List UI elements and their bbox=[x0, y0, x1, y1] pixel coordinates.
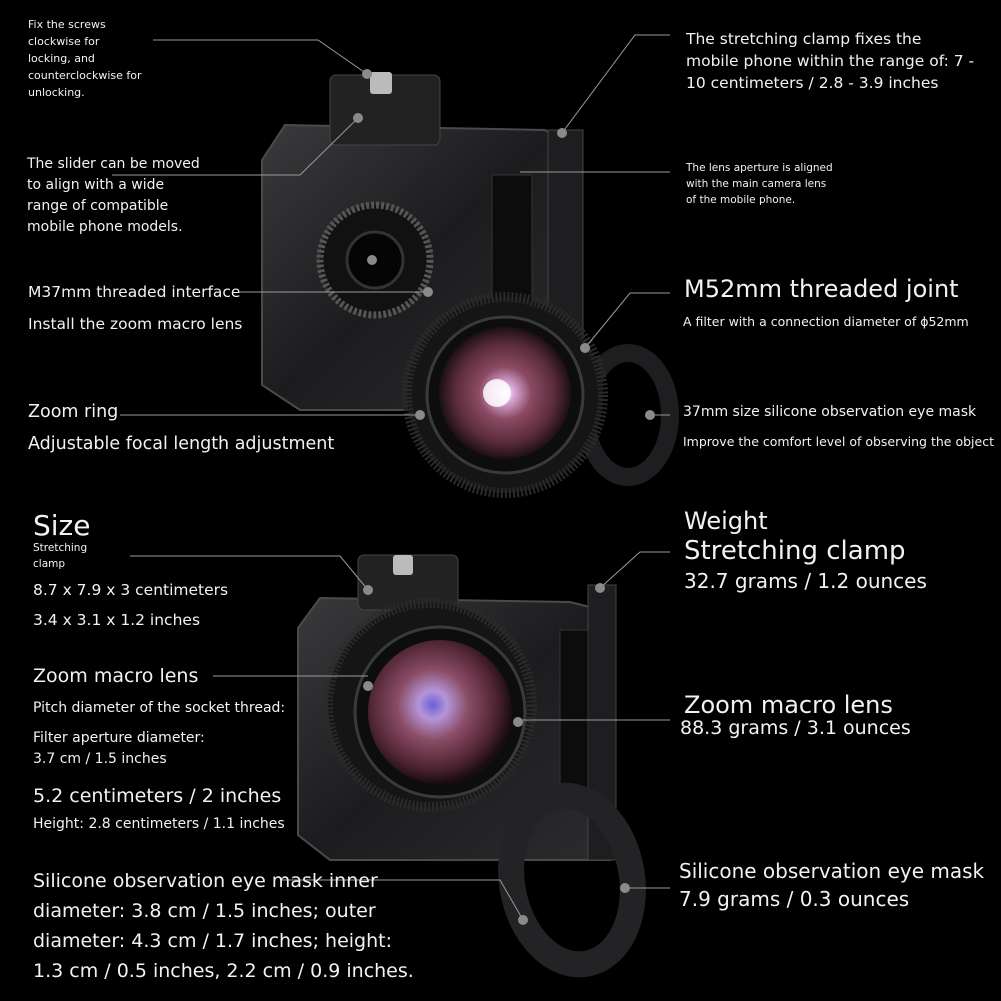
lens-size-title: Zoom macro lens bbox=[33, 665, 199, 687]
screw-icon bbox=[393, 555, 413, 575]
size-subtitle: Stretching clamp bbox=[33, 542, 88, 570]
weight-mask-title: Silicone observation eye mask bbox=[679, 859, 985, 883]
lens-diameter: 5.2 centimeters / 2 inches bbox=[33, 785, 282, 807]
eyemask-dimensions: Silicone observation eye mask inner diam… bbox=[33, 870, 414, 982]
lens-height: Height: 2.8 centimeters / 1.1 inches bbox=[33, 816, 285, 832]
slider-note: The slider can be moved to align with a … bbox=[27, 156, 200, 235]
clamp-size-in: 3.4 x 3.1 x 1.2 inches bbox=[33, 611, 201, 629]
weight-mask-value: 7.9 grams / 0.3 ounces bbox=[679, 887, 910, 911]
clamp-range-note: The stretching clamp fixes the mobile ph… bbox=[686, 30, 975, 92]
filter-aperture-label: Filter aperture diameter: 3.7 cm / 1.5 i… bbox=[33, 730, 205, 767]
m37-title: M37mm threaded interface bbox=[28, 283, 241, 301]
m52-title: M52mm threaded joint bbox=[684, 275, 959, 303]
size-title: Size bbox=[33, 509, 91, 542]
m37-subtitle: Install the zoom macro lens bbox=[28, 315, 243, 333]
screws-note: Fix the screws clockwise for locking, an… bbox=[28, 18, 142, 99]
weight-lens-value: 88.3 grams / 3.1 ounces bbox=[680, 717, 911, 739]
screw-icon bbox=[370, 72, 392, 94]
bottom-clamp-image bbox=[297, 554, 646, 978]
top-clamp-image bbox=[261, 72, 679, 498]
eyemask-title: 37mm size silicone observation eye mask bbox=[683, 404, 977, 420]
weight-clamp-value: 32.7 grams / 1.2 ounces bbox=[684, 569, 927, 593]
eyemask-subtitle: Improve the comfort level of observing t… bbox=[683, 434, 994, 449]
pitch-diameter-label: Pitch diameter of the socket thread: bbox=[33, 700, 286, 716]
clamp-size-cm: 8.7 x 7.9 x 3 centimeters bbox=[33, 581, 229, 599]
aperture-note: The lens aperture is aligned with the ma… bbox=[686, 162, 833, 206]
zoom-ring-subtitle: Adjustable focal length adjustment bbox=[28, 434, 335, 454]
weight-lens-title: Zoom macro lens bbox=[684, 691, 893, 719]
weight-clamp-title: Stretching clamp bbox=[684, 536, 906, 566]
zoom-ring-title: Zoom ring bbox=[28, 402, 119, 422]
weight-title: Weight bbox=[684, 507, 768, 535]
m52-subtitle: A filter with a connection diameter of ϕ… bbox=[683, 314, 969, 329]
